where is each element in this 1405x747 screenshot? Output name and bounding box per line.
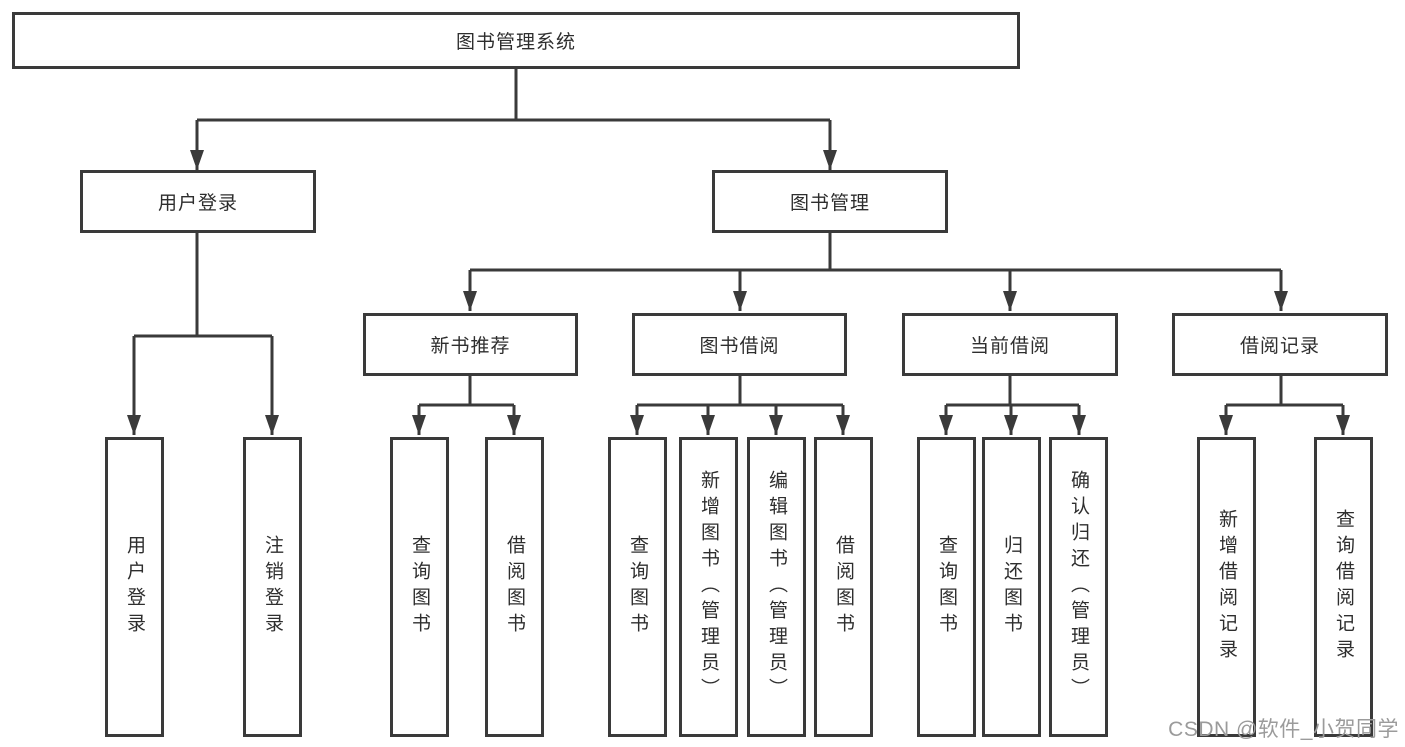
node-book-borrow-label: 图书借阅 (699, 336, 780, 357)
leaf-bb-edit-book-label: 编辑图书（管理员） (766, 470, 787, 704)
node-current-borrow-label: 当前借阅 (969, 336, 1050, 357)
leaf-nb-borrow-book: 借阅图书 (485, 437, 544, 737)
leaf-bb-edit-book: 编辑图书（管理员） (747, 437, 806, 737)
leaf-cb-return-book: 归还图书 (982, 437, 1041, 737)
leaf-cb-confirm-return-label: 确认归还（管理员） (1068, 470, 1089, 704)
leaf-bb-borrow-book: 借阅图书 (814, 437, 873, 737)
node-new-book-recommend: 新书推荐 (363, 313, 578, 376)
node-root-label: 图书管理系统 (455, 32, 576, 53)
leaf-bb-borrow-book-label: 借阅图书 (833, 535, 854, 639)
node-root: 图书管理系统 (12, 12, 1020, 69)
leaf-logout: 注销登录 (243, 437, 302, 737)
leaf-br-query-record: 查询借阅记录 (1314, 437, 1373, 737)
node-borrow-records-label: 借阅记录 (1239, 336, 1320, 357)
leaf-br-query-record-label: 查询借阅记录 (1333, 509, 1354, 665)
leaf-bb-add-book-label: 新增图书（管理员） (698, 470, 719, 704)
leaf-nb-borrow-book-label: 借阅图书 (504, 535, 525, 639)
leaf-nb-query-book: 查询图书 (390, 437, 449, 737)
leaf-user-login-label: 用户登录 (124, 535, 145, 639)
leaf-cb-confirm-return: 确认归还（管理员） (1049, 437, 1108, 737)
csdn-watermark: CSDN @软件_小贺同学 (1168, 718, 1399, 741)
node-user-login-label: 用户登录 (157, 193, 238, 214)
leaf-bb-query-book: 查询图书 (608, 437, 667, 737)
leaf-cb-query-book-label: 查询图书 (936, 535, 957, 639)
node-new-book-recommend-label: 新书推荐 (430, 336, 511, 357)
leaf-cb-query-book: 查询图书 (917, 437, 976, 737)
node-book-management-label: 图书管理 (789, 193, 870, 214)
node-borrow-records: 借阅记录 (1172, 313, 1388, 376)
leaf-nb-query-book-label: 查询图书 (409, 535, 430, 639)
leaf-bb-add-book: 新增图书（管理员） (679, 437, 738, 737)
node-user-login: 用户登录 (80, 170, 316, 233)
leaf-br-add-record-label: 新增借阅记录 (1216, 509, 1237, 665)
leaf-cb-return-book-label: 归还图书 (1001, 535, 1022, 639)
leaf-user-login: 用户登录 (105, 437, 164, 737)
node-book-management: 图书管理 (712, 170, 948, 233)
node-book-borrow: 图书借阅 (632, 313, 847, 376)
leaf-bb-query-book-label: 查询图书 (627, 535, 648, 639)
leaf-br-add-record: 新增借阅记录 (1197, 437, 1256, 737)
leaf-logout-label: 注销登录 (262, 535, 283, 639)
node-current-borrow: 当前借阅 (902, 313, 1118, 376)
